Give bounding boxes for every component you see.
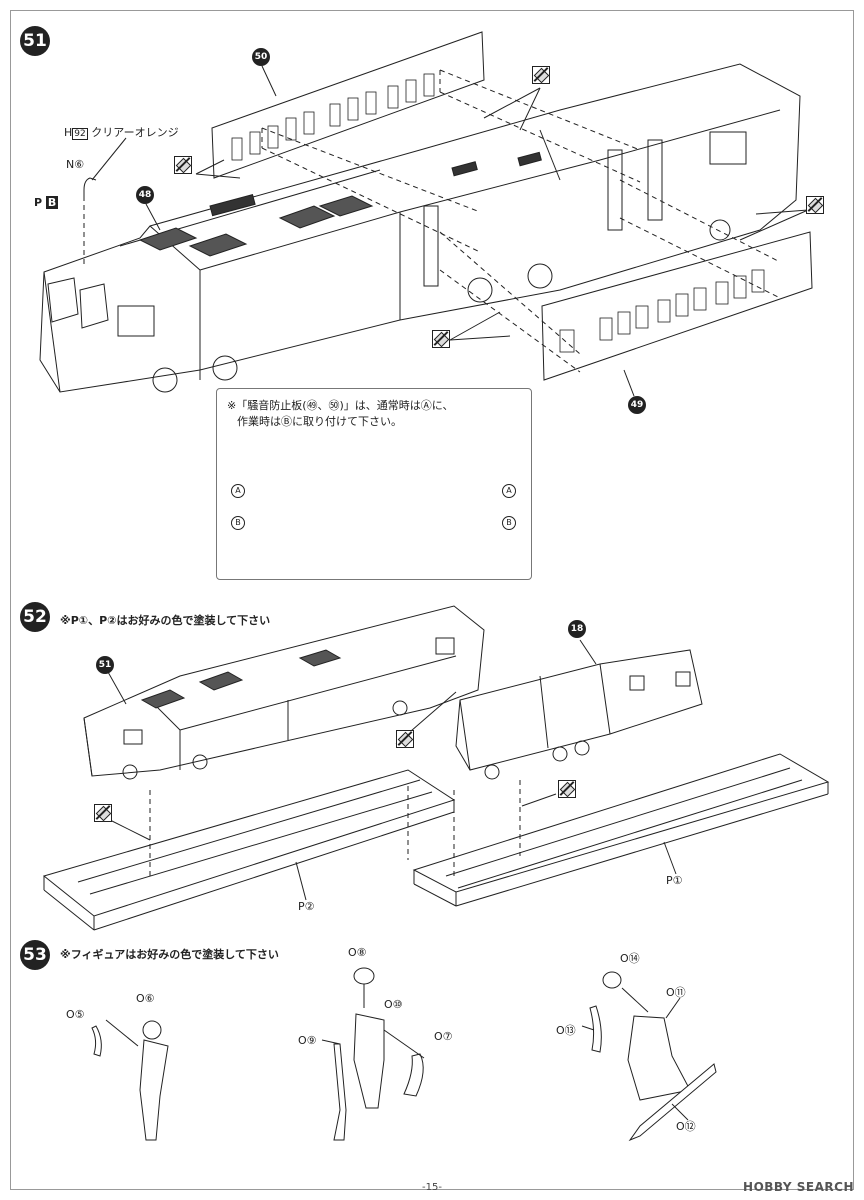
figure-3-drawing	[581, 971, 717, 1142]
noise-panel-50-drawing	[211, 31, 485, 179]
track-p1-label: P①	[666, 874, 683, 887]
figure-part-o8: O⑧	[348, 946, 367, 959]
part-50-label: 50	[252, 48, 270, 66]
step-53-badge: 53	[20, 940, 50, 970]
part-18-label: 18	[568, 620, 586, 638]
figure-part-o12: O⑫	[676, 1120, 696, 1133]
callout-line-1: ※「騒音防止板(㊾、㊿)」は、通常時はⒶに、	[227, 399, 454, 412]
step-52-note: ※P①、P②はお好みの色で塗装して下さい	[60, 614, 271, 627]
figure-part-o7: O⑦	[434, 1030, 453, 1043]
glue-prohibited-icon	[558, 780, 576, 798]
figure-part-o5: O⑤	[66, 1008, 85, 1021]
glue-prohibited-icon	[532, 66, 550, 84]
paint-name: クリアーオレンジ	[91, 126, 179, 139]
part-pb-label: P B	[34, 196, 59, 209]
track-p2-drawing	[42, 769, 456, 931]
track-p2-label: P②	[298, 900, 315, 913]
track-p1-drawing	[412, 753, 830, 907]
part-49-label: 49	[628, 396, 646, 414]
figure-2-drawing	[321, 967, 425, 1141]
marker-b-right: B	[502, 516, 516, 530]
tamper-body-drawing	[39, 63, 801, 393]
part-51-label: 51	[96, 656, 114, 674]
step-51-badge: 51	[20, 26, 50, 56]
figure-part-o6: O⑥	[136, 992, 155, 1005]
figure-1-drawing	[91, 1019, 169, 1141]
marker-a-left: A	[231, 484, 245, 498]
page-frame	[10, 10, 854, 1190]
part-pb-letter: B	[45, 196, 59, 209]
glue-prohibited-icon	[174, 156, 192, 174]
paint-code: H	[64, 126, 73, 139]
paint-number: 92	[72, 128, 88, 140]
glue-prohibited-icon	[94, 804, 112, 822]
step-53-note: ※フィギュアはお好みの色で塗装して下さい	[60, 948, 279, 961]
glue-prohibited-icon	[806, 196, 824, 214]
marker-a-right: A	[502, 484, 516, 498]
part-n6-label: N⑥	[66, 158, 85, 171]
glue-prohibited-icon	[396, 730, 414, 748]
figure-part-o10: O⑩	[384, 998, 403, 1011]
marker-b-left: B	[231, 516, 245, 530]
trailer-car-drawing	[455, 649, 703, 780]
step-52-badge: 52	[20, 602, 50, 632]
glue-prohibited-icon	[432, 330, 450, 348]
part-48-label: 48	[136, 186, 154, 204]
noise-panel-49-drawing	[541, 231, 813, 381]
figure-part-o9: O⑨	[298, 1034, 317, 1047]
tamper-assembled-drawing	[83, 605, 485, 780]
noise-panel-callout: ※「騒音防止板(㊾、㊿)」は、通常時はⒶに、 作業時はⒷに取り付けて下さい。	[216, 388, 532, 580]
callout-line-2: 作業時はⒷに取り付けて下さい。	[237, 415, 402, 428]
page-number: -15-	[422, 1182, 442, 1193]
figure-part-o14: O⑭	[620, 952, 640, 965]
figure-part-o13: O⑬	[556, 1024, 576, 1037]
figure-part-o11: O⑪	[666, 986, 686, 999]
part-pb-prefix: P	[34, 196, 43, 209]
watermark: HOBBY SEARCH	[743, 1180, 854, 1194]
